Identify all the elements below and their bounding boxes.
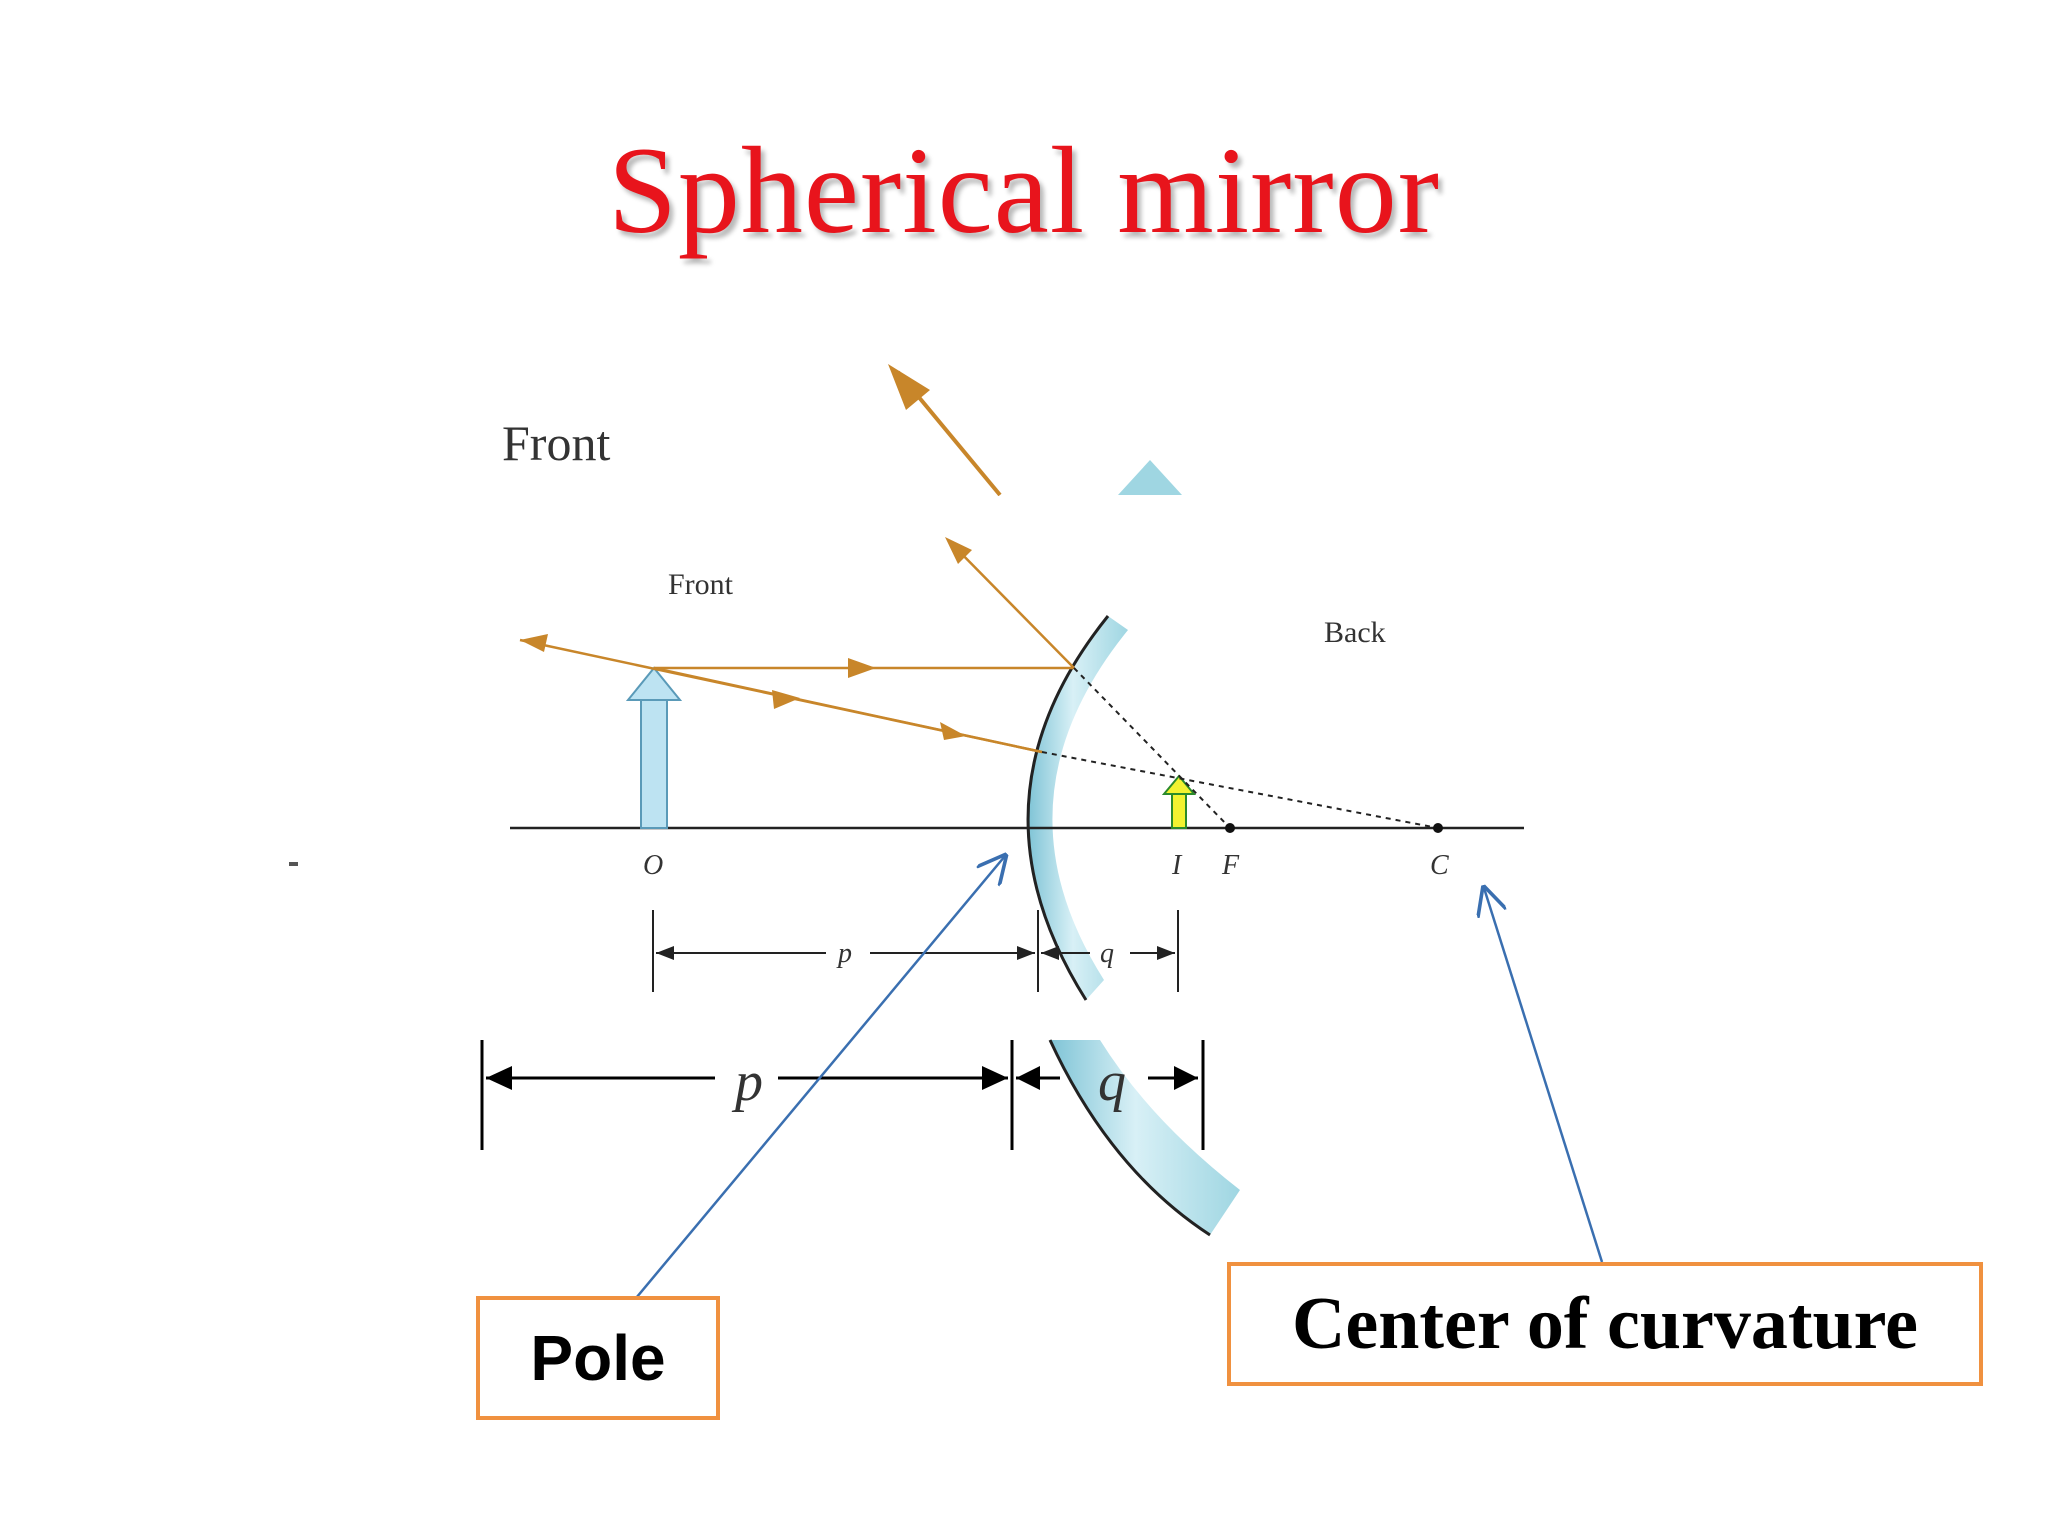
front-label: Front [668,568,734,601]
label-focal-f: F [1221,850,1240,881]
background-mirror-top [1118,460,1182,495]
slide-title: Spherical mirror [607,122,1441,259]
stray-mark [289,862,298,866]
label-center-c: C [1430,850,1449,881]
image-arrow [1161,774,1197,829]
pole-pointer-line [595,856,1005,1347]
image-distance-label: q [1100,938,1114,969]
object-arrow [625,666,683,829]
background-q-label: q [1098,1051,1126,1113]
virtual-ray-focus [1073,667,1231,829]
background-ray-arrowhead [888,364,930,410]
pole-callout-text: Pole [530,1322,666,1394]
pole-callout: Pole [476,1296,720,1420]
focal-point-dot [1225,823,1235,833]
background-p-label: p [731,1051,763,1113]
center-point-dot [1433,823,1443,833]
center-of-curvature-callout: Center of curvature [1227,1262,1983,1386]
label-object-o: O [643,850,663,881]
label-image-i: I [1171,850,1183,881]
background-mirror-bottom [1050,1040,1240,1235]
back-label: Back [1324,616,1386,649]
distance-markers [652,910,1179,992]
center-pointer-line [1484,888,1604,1263]
concave-mirror [1028,616,1128,1000]
object-distance-label: p [836,938,852,969]
foreground-figure: Front Back [280,496,1580,1001]
light-rays [519,537,1439,829]
background-front-label: Front [502,415,610,471]
center-of-curvature-callout-text: Center of curvature [1291,1282,1919,1365]
virtual-ray-center [1041,751,1439,829]
reflected-ray-up [949,541,1075,669]
background-figure: Front p q [480,364,1240,1237]
